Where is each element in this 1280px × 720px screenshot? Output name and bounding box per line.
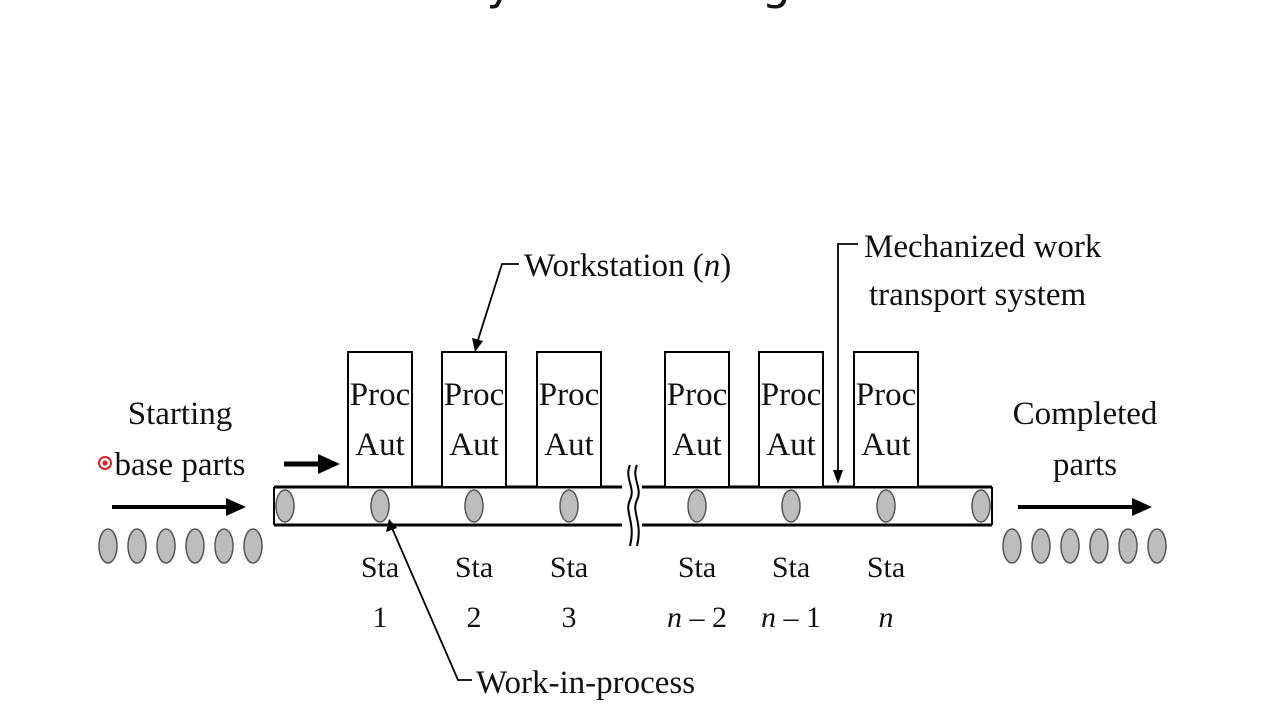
work-part: [687, 489, 707, 523]
station-aut-label: Aut: [355, 427, 405, 463]
laser-pointer-dot: [98, 456, 112, 470]
work-part: [370, 489, 390, 523]
station-number-label: 2: [467, 601, 482, 634]
station-sta-label: Sta: [678, 551, 716, 584]
starting-label-line2: base parts: [114, 447, 245, 483]
wip-callout: Work-in-process: [386, 519, 695, 701]
wip-label: Work-in-process: [476, 665, 695, 701]
station-sta-label: Sta: [550, 551, 588, 584]
work-part: [781, 489, 801, 523]
station-number-label: 3: [562, 601, 577, 634]
queued-part: [98, 528, 118, 564]
station-number-label: n: [879, 601, 894, 634]
queued-part: [1147, 528, 1167, 564]
queued-part: [185, 528, 205, 564]
station-proc-label: Proc: [667, 377, 728, 413]
work-part: [876, 489, 896, 523]
queued-part: [1002, 528, 1022, 564]
work-part: [464, 489, 484, 523]
feed-arrow: [284, 454, 340, 474]
completed-parts-queue: [1002, 528, 1167, 564]
conveyor-end-roller: [971, 489, 991, 523]
station-sta-label: Sta: [455, 551, 493, 584]
transport-system-callout: Mechanized work transport system: [833, 229, 1102, 484]
station-aut-label: Aut: [544, 427, 594, 463]
workstation-callout: Workstation (n): [472, 248, 731, 352]
starting-label-line1: Starting: [128, 396, 233, 432]
workstation-label: Workstation (n): [524, 248, 731, 284]
queued-part: [156, 528, 176, 564]
workstation-box: [347, 351, 413, 488]
workstation-box: [441, 351, 507, 488]
station-proc-label: Proc: [444, 377, 505, 413]
queued-part: [214, 528, 234, 564]
station-sta-label: Sta: [361, 551, 399, 584]
station-number-label: n – 2: [667, 601, 727, 634]
workstation-box: [536, 351, 602, 488]
workstation-box: [853, 351, 919, 488]
station-aut-label: Aut: [766, 427, 816, 463]
transport-label-line2: transport system: [869, 277, 1087, 313]
station-aut-label: Aut: [449, 427, 499, 463]
queued-part: [127, 528, 147, 564]
workstation-box: [758, 351, 824, 488]
completed-label-line1: Completed: [1013, 396, 1158, 432]
station-number-label: n – 1: [761, 601, 821, 634]
work-part: [559, 489, 579, 523]
station-sta-label: Sta: [867, 551, 905, 584]
queued-part: [243, 528, 263, 564]
station-proc-label: Proc: [856, 377, 917, 413]
station-proc-label: Proc: [761, 377, 822, 413]
queued-part: [1031, 528, 1051, 564]
queued-part: [1060, 528, 1080, 564]
station-aut-label: Aut: [861, 427, 911, 463]
station-number-label: 1: [373, 601, 388, 634]
station-proc-label: Proc: [539, 377, 600, 413]
completed-label-line2: parts: [1053, 447, 1117, 483]
stations-group: ProcAutSta1ProcAutSta2ProcAutSta3ProcAut…: [347, 351, 919, 634]
queued-part: [1118, 528, 1138, 564]
conveyor-end-roller: [275, 489, 295, 523]
input-arrow: [112, 498, 246, 516]
output-arrow: [1018, 498, 1152, 516]
workstation-box: [664, 351, 730, 488]
starting-parts-queue: [98, 528, 263, 564]
station-aut-label: Aut: [672, 427, 722, 463]
station-sta-label: Sta: [772, 551, 810, 584]
queued-part: [1089, 528, 1109, 564]
station-proc-label: Proc: [350, 377, 411, 413]
slide-title: II. IMC System Configurations: [0, 0, 1280, 10]
transport-label-line1: Mechanized work: [864, 229, 1102, 265]
